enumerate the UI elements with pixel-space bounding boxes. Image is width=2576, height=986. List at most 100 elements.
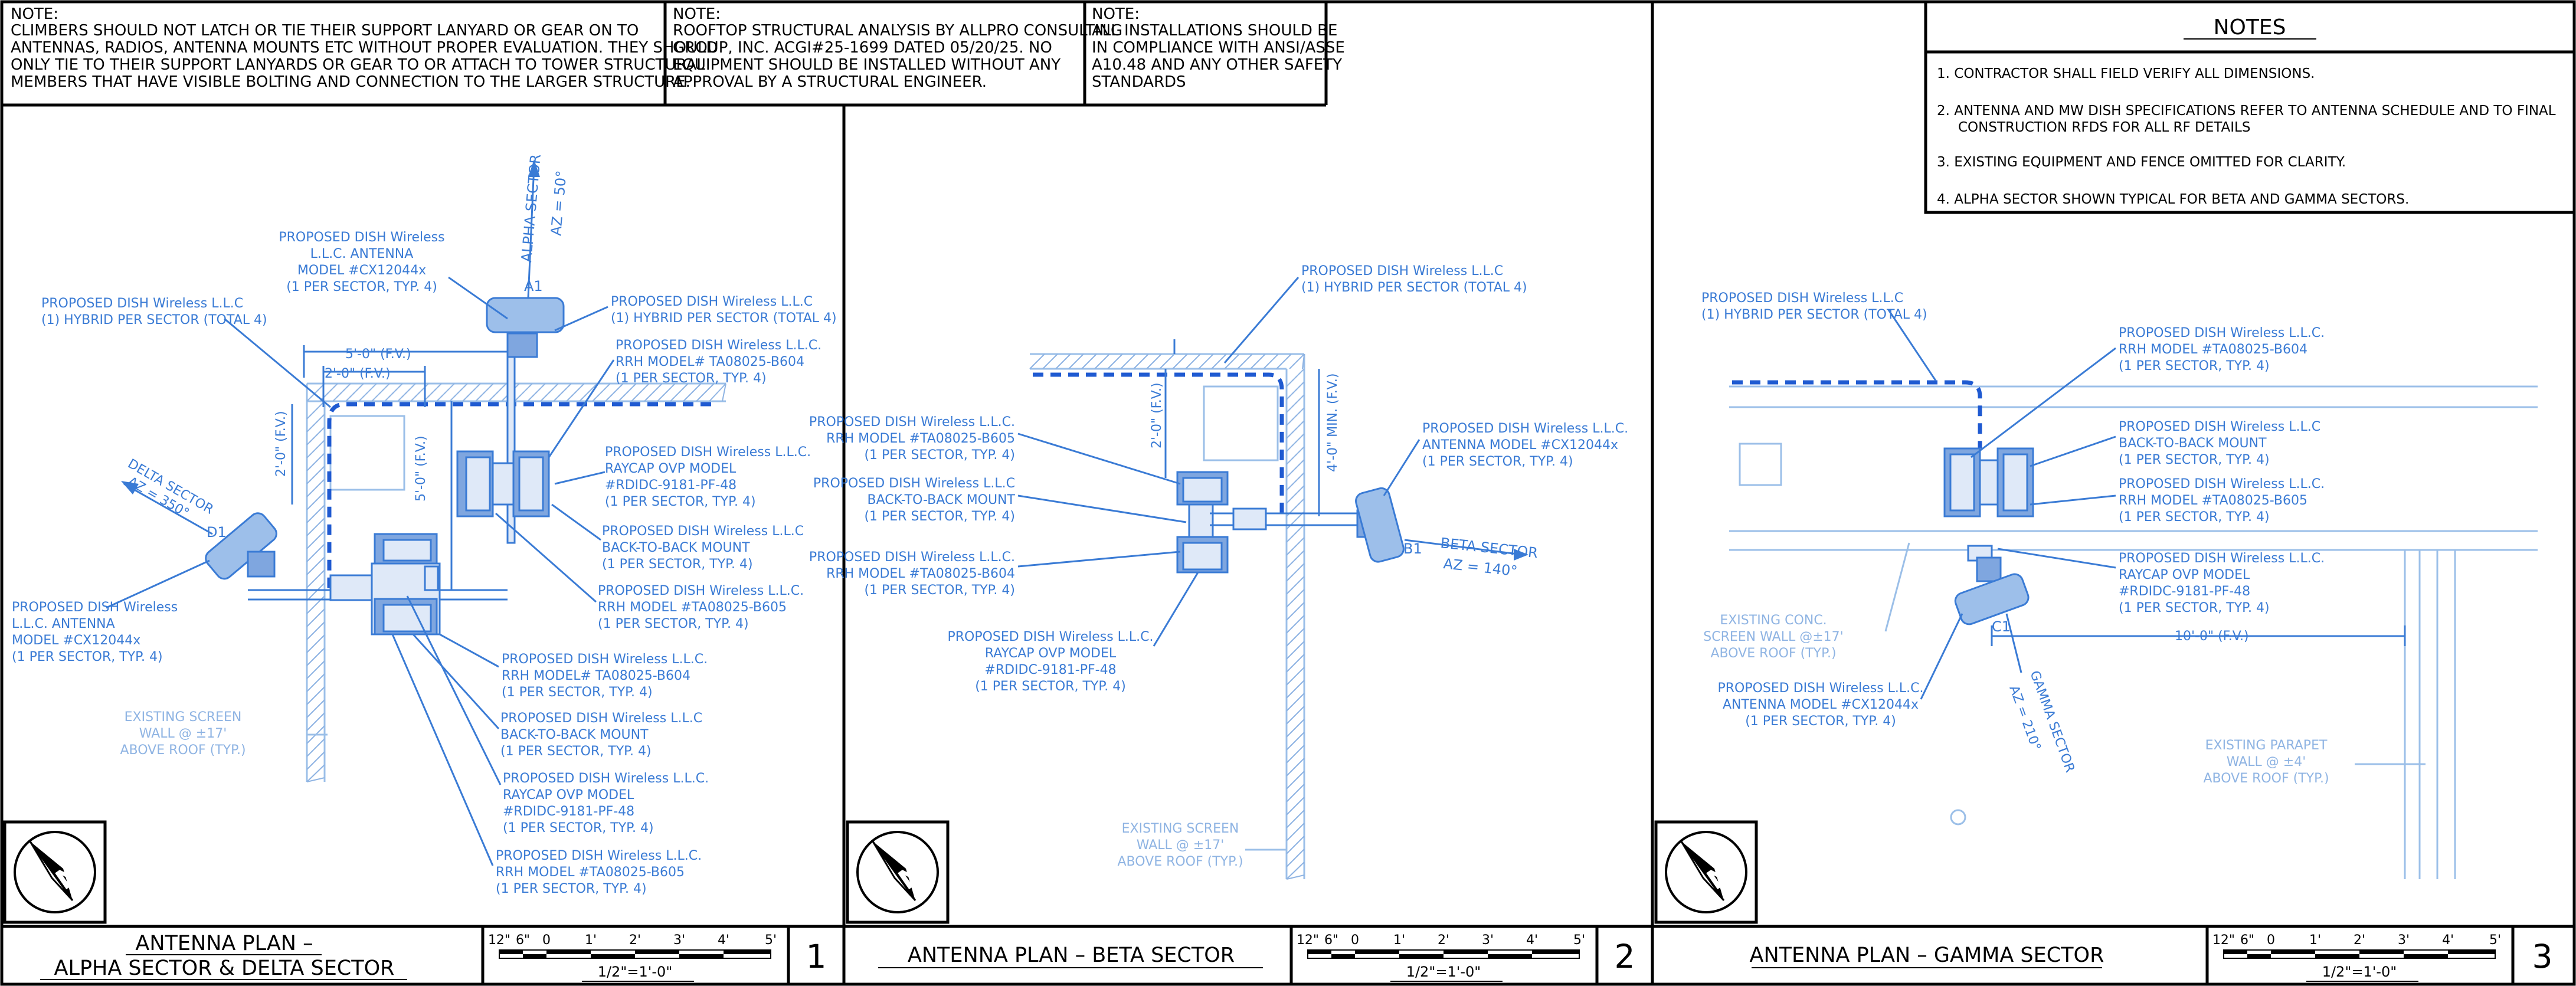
svg-text:NOTE:: NOTE: bbox=[1092, 5, 1140, 23]
text-line: 5' bbox=[1573, 933, 1585, 948]
title-block-1: ANTENNA PLAN – ALPHA SECTOR & DELTA SECT… bbox=[40, 926, 827, 984]
text-line: RRH MODEL# TA08025-B604 bbox=[502, 669, 690, 683]
text-line: CLIMBERS SHOULD NOT LATCH OR TIE THEIR S… bbox=[11, 22, 639, 40]
title-2-number: 2 bbox=[1615, 938, 1635, 975]
svg-text:AZ = 50°: AZ = 50° bbox=[548, 170, 570, 237]
text-line: MODEL #CX12044x bbox=[297, 263, 426, 278]
text-line: 2' bbox=[629, 933, 641, 948]
text-line: 1' bbox=[585, 933, 597, 948]
callout-label: PROPOSED DISH Wireless L.L.C.RAYCAP OVP … bbox=[503, 771, 709, 836]
text-line: (1 PER SECTOR, TYP. 4) bbox=[496, 882, 647, 896]
text-line: RRH MODEL #TA08025-B605 bbox=[598, 600, 787, 615]
title-3-number: 3 bbox=[2532, 938, 2553, 975]
text-line: (1 PER SECTOR, TYP. 4) bbox=[2119, 359, 2270, 374]
text-line: (1 PER SECTOR, TYP. 4) bbox=[864, 583, 1015, 598]
antenna-a1 bbox=[486, 297, 565, 333]
text-line: WALL @ ±4' bbox=[2227, 755, 2306, 769]
text-line: PROPOSED DISH Wireless L.L.C bbox=[1701, 291, 1903, 306]
text-line: RAYCAP OVP MODEL bbox=[605, 461, 737, 476]
svg-text:A1: A1 bbox=[524, 278, 543, 294]
note-climbers: NOTE: CLIMBERS SHOULD NOT LATCH OR TIE T… bbox=[11, 5, 718, 91]
text-line: 4. ALPHA SECTOR SHOWN TYPICAL FOR BETA A… bbox=[1937, 192, 2409, 207]
text-line: IN COMPLIANCE WITH ANSI/ASSE bbox=[1092, 39, 1345, 57]
svg-text:NOTE:: NOTE: bbox=[11, 5, 58, 23]
callout-label: PROPOSED DISH Wireless L.L.CBACK-TO-BACK… bbox=[813, 476, 1016, 524]
text-line: PROPOSED DISH Wireless L.L.C. bbox=[598, 584, 804, 598]
text-line: 1/2"=1'-0" bbox=[2322, 964, 2397, 980]
text-line: SCREEN WALL @±17' bbox=[1703, 630, 1843, 644]
text-line: BACK-TO-BACK MOUNT bbox=[602, 541, 750, 555]
callout-label: PROPOSED DISH Wireless L.L.C.RRH MODEL #… bbox=[809, 550, 1015, 598]
text-line: PROPOSED DISH Wireless L.L.C. bbox=[496, 849, 702, 863]
title-block-3: ANTENNA PLAN – GAMMA SECTOR 3 bbox=[1750, 926, 2553, 984]
text-line: EQUIPMENT SHOULD BE INSTALLED WITHOUT AN… bbox=[673, 56, 1060, 74]
text-line: ABOVE ROOF (TYP.) bbox=[1710, 646, 1836, 661]
text-line: STANDARDS bbox=[1092, 73, 1186, 91]
text-line: (1 PER SECTOR, TYP. 4) bbox=[502, 685, 653, 700]
text-line: WALL @ ±17' bbox=[139, 726, 227, 741]
text-line: 0 bbox=[1351, 933, 1359, 948]
callout-label: PROPOSED DISH Wireless L.L.CBACK-TO-BACK… bbox=[2119, 420, 2320, 467]
text-line: PROPOSED DISH Wireless L.L.C bbox=[41, 296, 243, 311]
text-line: PROPOSED DISH Wireless L.L.C. bbox=[502, 652, 708, 667]
text-line: #RDIDC-9181-PF-48 bbox=[605, 478, 737, 493]
svg-text:NOTE:: NOTE: bbox=[673, 5, 721, 23]
north-arrow-2: N bbox=[846, 820, 950, 924]
text-line: 12" bbox=[488, 933, 510, 948]
callout-label: PROPOSED DISH Wireless L.L.CBACK-TO-BACK… bbox=[602, 524, 804, 572]
text-line: 2' bbox=[2354, 933, 2365, 948]
text-line: 4' bbox=[718, 933, 729, 948]
text-line: (1 PER SECTOR, TYP. 4) bbox=[864, 448, 1015, 463]
text-line: 1/2"=1'-0" bbox=[598, 964, 673, 980]
text-line: ONLY TIE TO THEIR SUPPORT LANYARDS OR GE… bbox=[11, 56, 705, 74]
text-line: RAYCAP OVP MODEL bbox=[2119, 568, 2250, 582]
text-line: PROPOSED DISH Wireless L.L.C. bbox=[2119, 326, 2325, 340]
text-line: 12" bbox=[2212, 933, 2235, 948]
text-line: ABOVE ROOF (TYP.) bbox=[2203, 771, 2329, 786]
text-line: ROOFTOP STRUCTURAL ANALYSIS BY ALLPRO CO… bbox=[673, 22, 1122, 40]
svg-text:AZ = 140°: AZ = 140° bbox=[1442, 555, 1518, 579]
callout-label: PROPOSED DISH Wireless L.L.C.RRH MODEL# … bbox=[616, 338, 821, 386]
text-line: PROPOSED DISH Wireless bbox=[12, 600, 178, 615]
text-line: 3' bbox=[673, 933, 685, 948]
callout-label: PROPOSED DISH Wireless L.L.CBACK-TO-BACK… bbox=[500, 711, 702, 759]
note-structural: NOTE: ROOFTOP STRUCTURAL ANALYSIS BY ALL… bbox=[673, 5, 1122, 91]
svg-text:4'-0" MIN. (F.V.): 4'-0" MIN. (F.V.) bbox=[1325, 374, 1340, 473]
text-line: 6" bbox=[2240, 933, 2254, 948]
callout-label: PROPOSED DISH Wireless L.L.C.ANTENNA MOD… bbox=[1422, 421, 1628, 469]
text-line: (1 PER SECTOR, TYP. 4) bbox=[2119, 601, 2270, 615]
text-line: PROPOSED DISH Wireless L.L.C. bbox=[809, 550, 1015, 565]
text-line: PROPOSED DISH Wireless L.L.C. bbox=[605, 445, 811, 460]
text-line: PROPOSED DISH Wireless L.L.C. bbox=[2119, 551, 2325, 566]
title-block-2: ANTENNA PLAN – BETA SECTOR 2 bbox=[878, 926, 1635, 984]
title-1-line-2: ALPHA SECTOR & DELTA SECTOR bbox=[54, 956, 395, 980]
text-line: RRH MODEL #TA08025-B604 bbox=[2119, 342, 2307, 357]
text-line: ANTENNA MODEL #CX12044x bbox=[1723, 697, 1919, 712]
text-line: PROPOSED DISH Wireless bbox=[279, 230, 444, 245]
text-line: 6" bbox=[1324, 933, 1338, 948]
text-line: #RDIDC-9181-PF-48 bbox=[503, 804, 634, 819]
callout-label: PROPOSED DISH Wireless L.L.C.RAYCAP OVP … bbox=[947, 630, 1153, 694]
text-line: BACK-TO-BACK MOUNT bbox=[867, 493, 1015, 507]
notes-box: NOTES 1. CONTRACTOR SHALL FIELD VERIFY A… bbox=[1924, 0, 2576, 214]
text-line: PROPOSED DISH Wireless L.L.C. bbox=[503, 771, 709, 786]
text-line: (1 PER SECTOR, TYP. 4) bbox=[2119, 453, 2270, 467]
title-2-line-1: ANTENNA PLAN – BETA SECTOR bbox=[908, 944, 1235, 967]
svg-text:2'-0" (F.V.): 2'-0" (F.V.) bbox=[325, 366, 391, 381]
callout-label: PROPOSED DISH Wireless L.L.C.ANTENNA MOD… bbox=[1717, 681, 1923, 729]
text-line: MODEL #CX12044x bbox=[12, 633, 140, 648]
text-line: (1) HYBRID PER SECTOR (TOTAL 4) bbox=[1301, 280, 1527, 295]
text-line: 1' bbox=[1393, 933, 1405, 948]
text-line: 1' bbox=[2309, 933, 2321, 948]
text-line: 3. EXISTING EQUIPMENT AND FENCE OMITTED … bbox=[1937, 155, 2346, 170]
svg-text:B1: B1 bbox=[1403, 541, 1422, 557]
text-line: PROPOSED DISH Wireless L.L.C. bbox=[1717, 681, 1923, 696]
text-line: 12" bbox=[1297, 933, 1319, 948]
text-line: CONSTRUCTION RFDS FOR ALL RF DETAILS bbox=[1958, 120, 2250, 135]
text-line: GROUP, INC. ACGI#25-1699 DATED 05/20/25.… bbox=[673, 39, 1052, 57]
text-line: WALL @ ±17' bbox=[1137, 838, 1225, 853]
